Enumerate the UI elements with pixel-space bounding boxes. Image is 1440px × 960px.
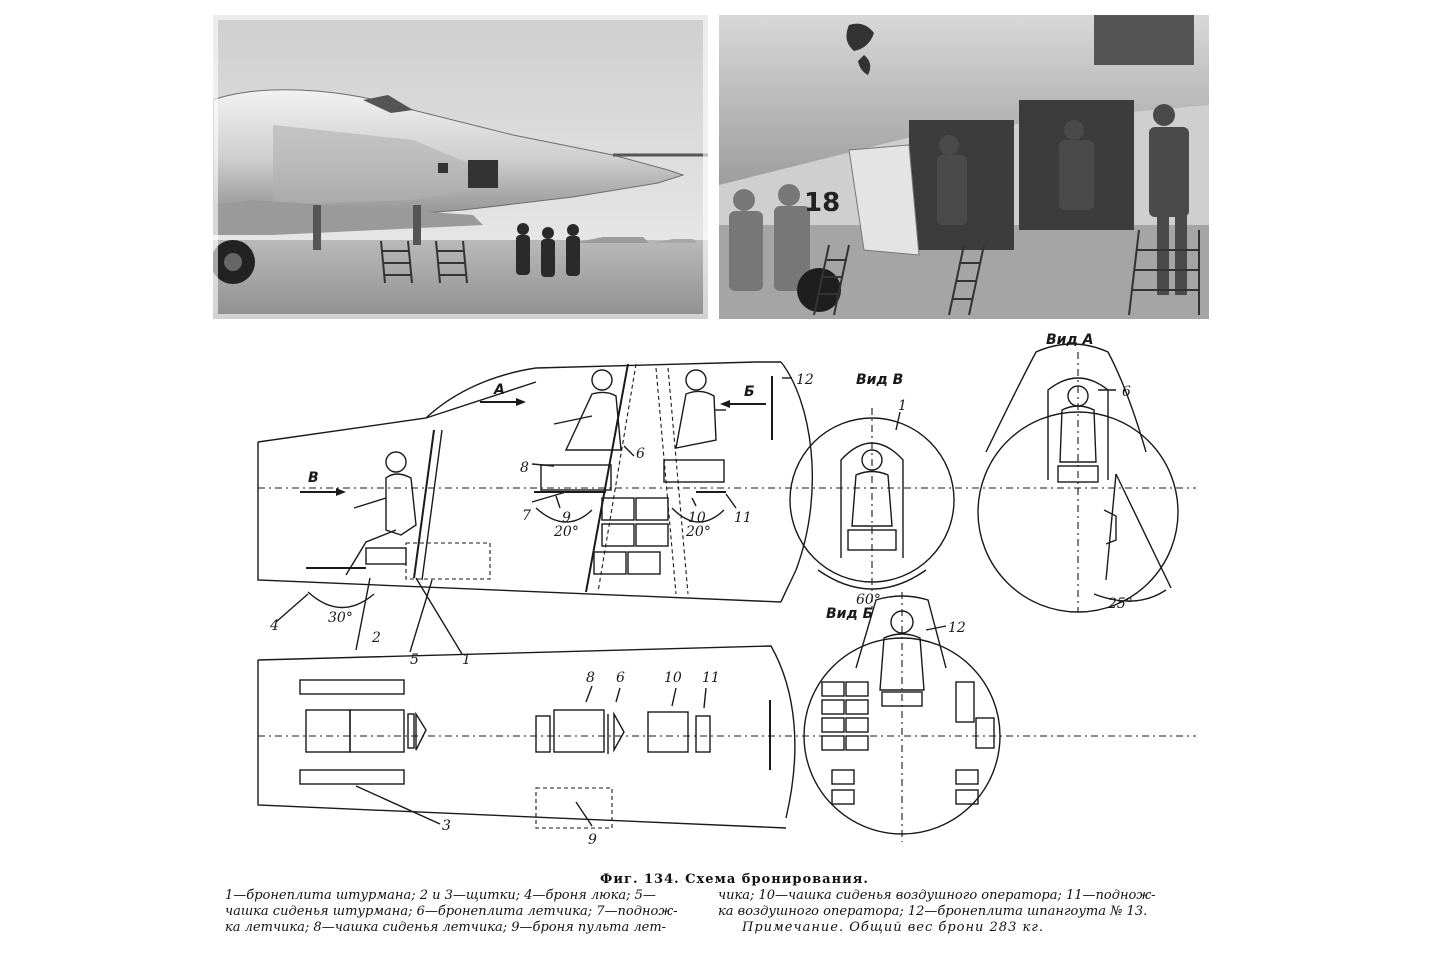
- view-v: Вид В 1 60°: [789, 372, 955, 608]
- top-view: 3 9 8 6 10 11: [257, 645, 1196, 848]
- callout-2: 2: [371, 630, 381, 646]
- arrow-label-v: В: [308, 470, 319, 486]
- callout-1-view-v: 1: [898, 398, 907, 414]
- callout-10-side: 10: [688, 510, 706, 526]
- callout-12-view-b: 12: [948, 620, 966, 636]
- callout-8: 8: [520, 460, 529, 476]
- callout-8-top: 8: [586, 670, 595, 686]
- tail-number: 18: [804, 188, 840, 218]
- view-v-label: Вид В: [856, 372, 903, 388]
- callout-7: 7: [522, 508, 531, 524]
- armor-scheme-diagram: А В Б 20° 20° 30° 12 8 7 9 6 10 11: [236, 330, 1226, 860]
- callout-1: 1: [462, 652, 471, 668]
- emblem-icon: [846, 23, 874, 75]
- view-a: Вид А 6 25°: [977, 332, 1179, 613]
- view-b: Вид Б 12: [803, 592, 1001, 842]
- callout-11-top: 11: [702, 670, 720, 686]
- callout-5: 5: [410, 652, 419, 668]
- arrow-label-a: А: [493, 382, 505, 398]
- figure-title: Фиг. 134. Схема бронирования.: [600, 872, 869, 887]
- angle-20-left: 20°: [553, 524, 579, 540]
- aircraft-crew-hatch-photo: 18: [719, 15, 1209, 319]
- callout-10-top: 10: [664, 670, 682, 686]
- callout-11-side: 11: [734, 510, 752, 526]
- caption-line: 1—бронеплита штурмана; 2 и 3—щитки; 4—бр…: [225, 888, 656, 903]
- callout-6-top: 6: [616, 670, 625, 686]
- view-b-label: Вид Б: [826, 606, 873, 622]
- callout-9-side: 9: [562, 510, 571, 526]
- caption-line: ка летчика; 8—чашка сиденья летчика; 9—б…: [225, 920, 667, 935]
- angle-30: 30°: [328, 610, 353, 626]
- caption-line: чашка сиденья штурмана; 6—бронеплита лет…: [225, 904, 678, 919]
- callout-3: 3: [442, 818, 451, 834]
- callout-12-side: 12: [796, 372, 814, 388]
- caption-line: чика; 10—чашка сиденья воздушного операт…: [718, 888, 1156, 903]
- angle-25: 25°: [1107, 596, 1133, 612]
- side-view: А В Б 20° 20° 30° 12 8 7 9 6 10 11: [257, 361, 1196, 626]
- callout-9-top: 9: [588, 832, 597, 848]
- aircraft-nose-photo: [213, 15, 708, 319]
- arrow-label-b: Б: [744, 384, 755, 400]
- callout-6-side: 6: [636, 446, 645, 462]
- callout-4: 4: [269, 618, 279, 634]
- caption-line: ка воздушного оператора; 12—бронеплита ш…: [718, 904, 1148, 919]
- caption-note: Примечание. Общий вес брони 283 кг.: [742, 920, 1044, 935]
- angle-20-right: 20°: [685, 524, 711, 540]
- callout-6-view-a: 6: [1122, 384, 1131, 400]
